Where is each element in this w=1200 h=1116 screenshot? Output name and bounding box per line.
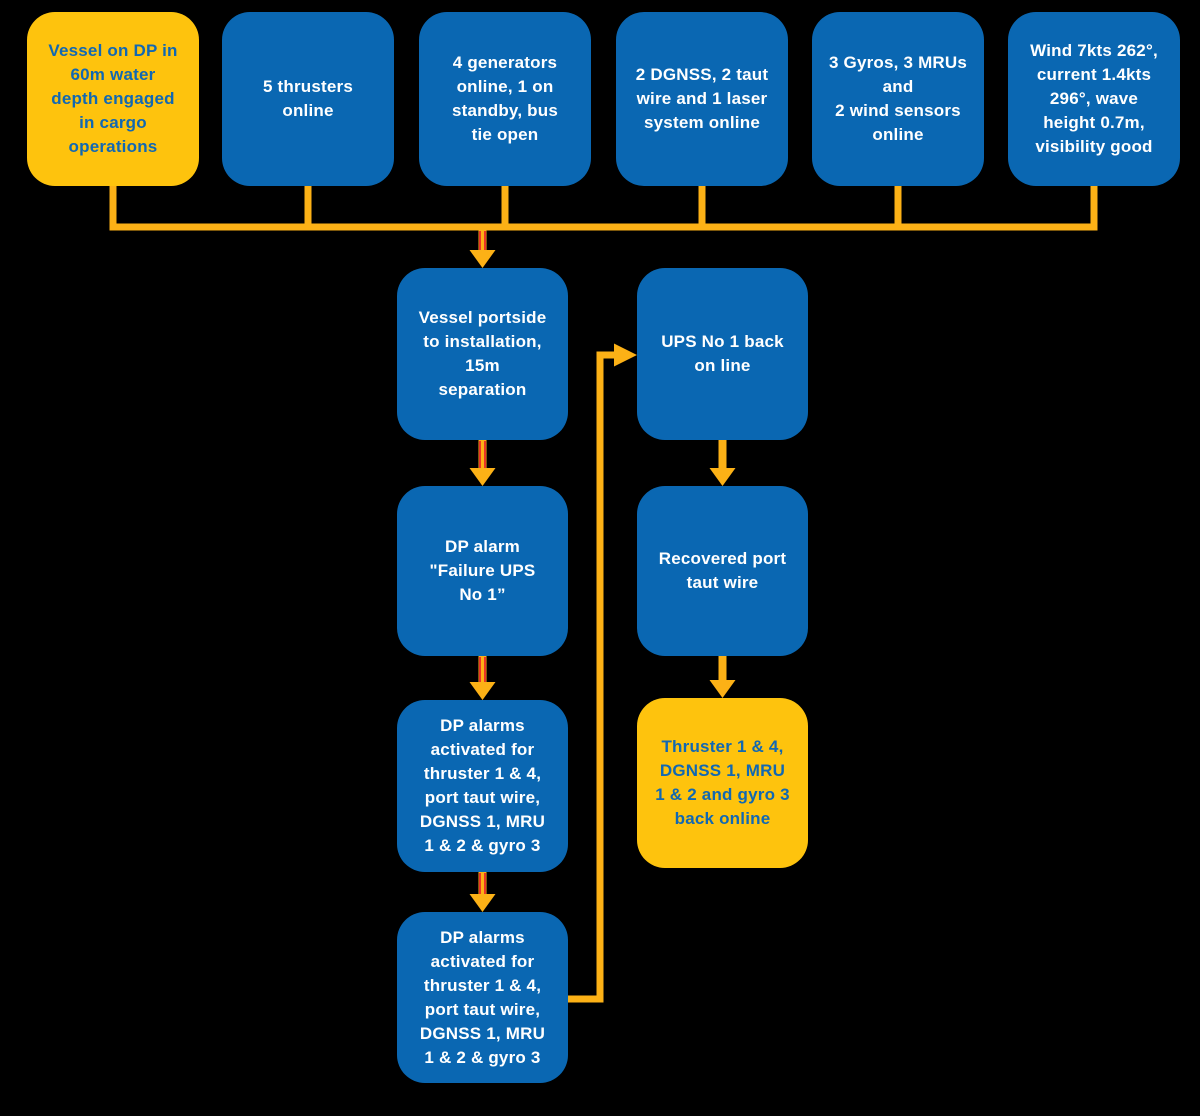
- flow-node-generators-text: 4 generators online, 1 on standby, bus t…: [452, 53, 558, 144]
- flow-node-systems-back-online-text: Thruster 1 & 4, DGNSS 1, MRU 1 & 2 and g…: [655, 737, 790, 828]
- flow-node-dp-alarms-activated-2: DP alarms activated for thruster 1 & 4, …: [397, 912, 568, 1083]
- flow-node-dp-alarms-activated-1-text: DP alarms activated for thruster 1 & 4, …: [419, 716, 546, 855]
- flow-node-position-refs: 2 DGNSS, 2 taut wire and 1 laser system …: [616, 12, 788, 186]
- flow-node-generators: 4 generators online, 1 on standby, bus t…: [419, 12, 591, 186]
- connector-feedback-to-ups: [568, 343, 637, 1003]
- flow-node-start-text: Vessel on DP in 60m water depth engaged …: [48, 41, 178, 156]
- flow-node-weather-text: Wind 7kts 262°, current 1.4kts 296°, wav…: [1030, 41, 1158, 156]
- flow-node-vessel-portside: Vessel portside to installation, 15m sep…: [397, 268, 568, 440]
- flow-node-thrusters: 5 thrusters online: [222, 12, 394, 186]
- flow-node-start: Vessel on DP in 60m water depth engaged …: [27, 12, 199, 186]
- connector-arrow-vessel-to-alarm: [469, 440, 496, 486]
- flow-node-position-refs-text: 2 DGNSS, 2 taut wire and 1 laser system …: [635, 65, 769, 132]
- flow-node-thrusters-text: 5 thrusters online: [262, 77, 354, 120]
- flow-node-dp-alarm-ups-text: DP alarm "Failure UPS No 1”: [429, 537, 536, 604]
- flow-node-recovered-taut-wire: Recovered port taut wire: [637, 486, 808, 656]
- flow-node-sensors: 3 Gyros, 3 MRUs and 2 wind sensors onlin…: [812, 12, 984, 186]
- flow-node-weather: Wind 7kts 262°, current 1.4kts 296°, wav…: [1008, 12, 1180, 186]
- connector-arrow-alarm-to-activated1: [469, 656, 496, 700]
- flow-node-ups-back-online-text: UPS No 1 back on line: [661, 332, 784, 375]
- flow-node-ups-back-online: UPS No 1 back on line: [637, 268, 808, 440]
- connector-arrow-activated1-to-activated2: [469, 872, 496, 912]
- flow-node-dp-alarm-ups: DP alarm "Failure UPS No 1”: [397, 486, 568, 656]
- flow-node-sensors-text: 3 Gyros, 3 MRUs and 2 wind sensors onlin…: [828, 53, 968, 144]
- flow-node-dp-alarms-activated-1: DP alarms activated for thruster 1 & 4, …: [397, 700, 568, 872]
- flow-node-systems-back-online: Thruster 1 & 4, DGNSS 1, MRU 1 & 2 and g…: [637, 698, 808, 868]
- connector-arrow-bus-to-vessel-portside: [469, 229, 496, 268]
- connector-arrow-recovered-to-systems: [709, 656, 736, 698]
- flow-node-vessel-portside-text: Vessel portside to installation, 15m sep…: [418, 308, 547, 399]
- flow-node-dp-alarms-activated-2-text: DP alarms activated for thruster 1 & 4, …: [419, 927, 546, 1067]
- flow-node-recovered-taut-wire-text: Recovered port taut wire: [658, 549, 787, 592]
- connector-arrow-ups-to-recovered: [709, 440, 736, 486]
